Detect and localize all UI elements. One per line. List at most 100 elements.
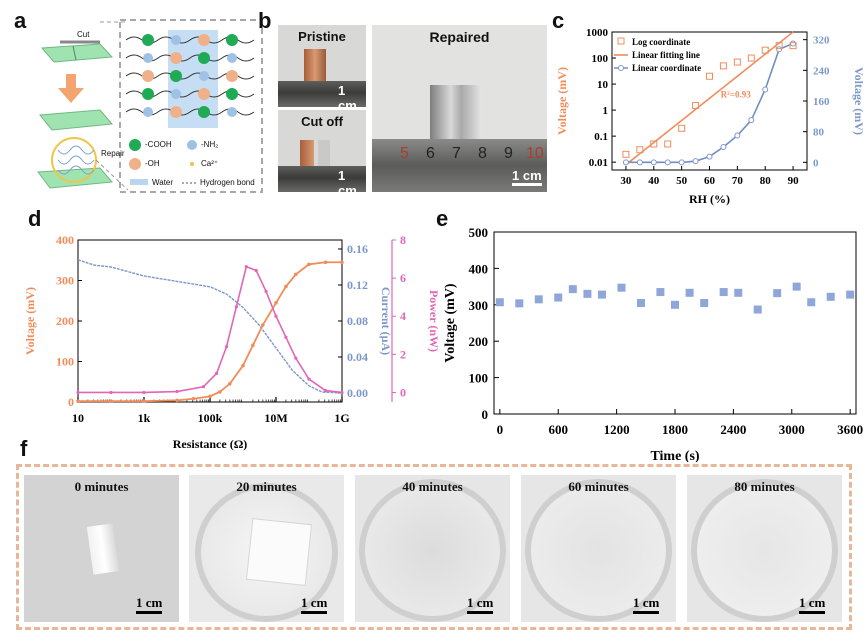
legend-marker-log [617,37,625,45]
x-tick-label: 600 [548,422,568,437]
y-tick-label: 300 [469,298,489,313]
plot-frame [77,239,343,403]
film-sample-repaired [430,85,482,141]
y-axis-label: Voltage (mV) [443,283,458,363]
x-tick-label: 80 [760,175,772,187]
legend-entry: Linear fitting line [632,50,700,60]
x-tick-label: 1k [138,411,151,425]
y-power-tick-label: 0 [400,385,406,399]
linear-point [776,46,783,53]
data-point [826,292,835,301]
legend-entry: Linear coordinate [632,63,701,73]
linear-point [790,40,797,47]
oh-group [170,52,182,64]
photo-60-minutes: 60 minutes 1 cm [521,475,676,622]
photo-pristine: Pristine 1 cm [278,25,366,107]
x-tick-label: 90 [788,175,800,187]
voltage-point [261,323,265,327]
y-right-axis-label: Voltage (mV) [852,67,866,135]
voltage-point [284,284,288,289]
scale-bar: 1 cm [338,168,366,192]
y-current-tick-label: 0.16 [347,242,368,256]
log-point [664,140,672,148]
log-point [650,140,658,148]
legend-cooh: -COOH [145,140,172,149]
voltage-point [251,343,255,348]
x-tick-label: 3000 [779,422,805,437]
photo-label-20: 20 minutes [236,479,297,494]
ruler-number: 5 [400,145,409,162]
y-voltage-axis-label: Voltage (mV) [23,287,37,355]
y-right-tick-label: 0 [813,157,819,169]
nh2-group [143,107,153,117]
y-current-tick-label: 0.00 [347,386,368,400]
x-axis-label: RH (%) [689,192,730,206]
nh2-group [199,71,209,81]
oh-group [198,88,210,100]
film-sample [304,49,326,89]
y-power-tick-label: 6 [400,271,406,285]
voltage-point [218,390,222,394]
data-point [719,288,728,297]
scale-bar: 1 cm [136,595,163,615]
data-point [598,290,607,299]
current-series-line [77,259,343,394]
log-point [636,146,644,154]
power-point [234,305,238,309]
y-right-tick-label: 80 [813,127,825,139]
data-point [846,290,855,299]
x-tick-label: 10 [72,411,84,425]
oh-group [198,34,210,46]
power-point [284,335,288,339]
film-middle [39,109,114,131]
power-point [175,389,179,394]
photo-repaired: Repaired 5 6 7 8 9 10 1 cm [372,25,547,192]
data-point [554,293,563,302]
photo-label-60: 60 minutes [568,479,629,494]
y-voltage-tick-label: 400 [56,233,74,247]
y-left-axis-label: Voltage (mV) [555,67,569,135]
power-point [340,390,344,395]
ruler-number: 7 [452,145,461,162]
log-point [747,54,755,62]
film-roll [86,523,120,575]
panel-a-illustration [37,19,263,193]
voltage-point [175,398,179,403]
cooh-group [142,34,154,46]
y-voltage-tick-label: 100 [56,355,74,369]
log-point [761,46,769,54]
linear-point [720,144,727,150]
linear-point [734,132,741,139]
y-voltage-tick-label: 200 [56,314,74,328]
y-left-tick-label: 10 [597,79,609,91]
cooh-legend-dot [129,139,141,151]
panel-label-d: d [28,206,42,231]
data-point [773,289,782,298]
panel-label-a: a [14,8,27,33]
log-point [678,124,686,132]
power-point [109,390,113,395]
power-point [254,268,258,273]
voltage-point [142,399,146,403]
power-point [201,385,205,389]
film-square [245,518,313,586]
voltage-point [294,272,298,277]
photo-title-cut-off: Cut off [301,114,343,129]
y-right-tick-label: 240 [813,65,830,77]
fit-line [625,31,794,166]
repair-label: Repair [101,149,125,158]
scale-bar: 1 cm [633,595,660,615]
y-power-tick-label: 2 [400,347,406,361]
ruler [278,81,366,107]
power-point [215,371,219,376]
y-current-tick-label: 0.08 [347,314,368,328]
nh2-group [227,53,237,63]
x-tick-label: 70 [732,175,744,187]
voltage-point [191,396,196,401]
x-tick-label: 0 [497,422,504,437]
scale-bar: 1 cm [301,595,328,615]
y-current-axis-label: Current (μA) [379,287,393,355]
data-point [568,285,577,294]
legend-marker-linear-dot [618,65,624,71]
log-point [706,72,713,80]
